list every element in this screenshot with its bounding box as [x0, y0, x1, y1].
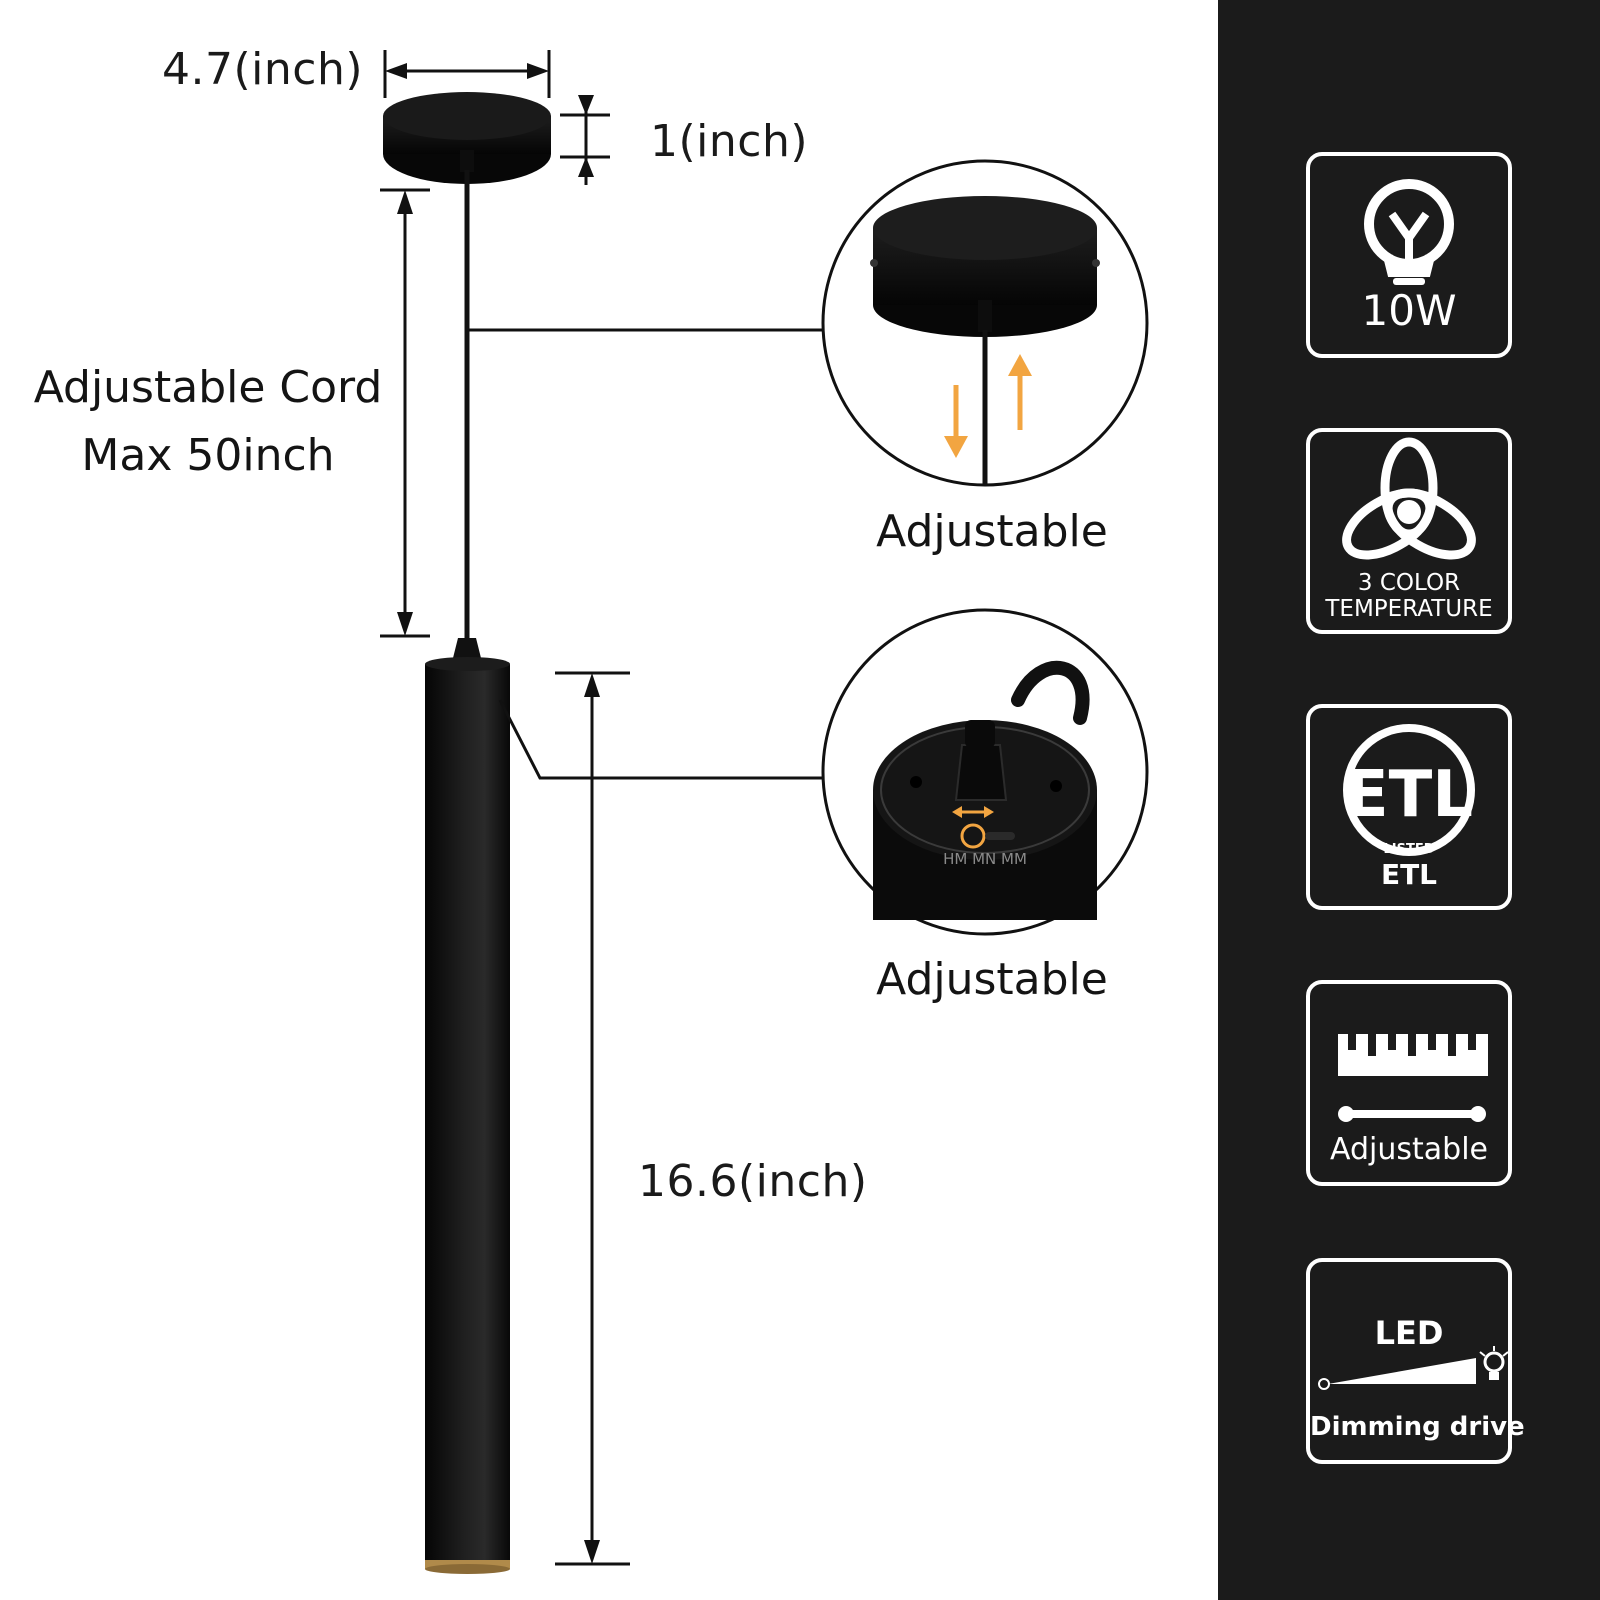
cord-label-line2: Max 50inch	[81, 430, 335, 481]
tube-length-dimension	[555, 671, 630, 1566]
fixture-illustration: HM MN MM	[380, 50, 1149, 1574]
switch-detail-circle: HM MN MM	[821, 608, 1149, 936]
canopy-detail-circle	[821, 159, 1149, 487]
badge-color-temperature: 3 COLOR TEMPERATURE	[1306, 428, 1512, 634]
badge-wattage-label: 10W	[1361, 286, 1457, 335]
canopy-height-dimension	[560, 95, 610, 185]
feature-panel: 10W 3 COLOR TEMPERATURE ETL LISTED ETL	[1218, 0, 1600, 1600]
badge-adjustable-label: Adjustable	[1330, 1132, 1488, 1167]
cord-length-label: Adjustable Cord Max 50inch	[18, 354, 398, 490]
badge-dimming: LED Dimming drive	[1306, 1258, 1525, 1464]
pendant-tube	[425, 657, 510, 1574]
dimming-icon	[1318, 1346, 1508, 1390]
color-temperature-icon	[1342, 437, 1476, 560]
cord-label-line1: Adjustable Cord	[33, 362, 383, 413]
cord-length-dimension	[380, 188, 430, 638]
badge-adjustable: Adjustable	[1306, 980, 1512, 1186]
badge-color-temperature-line2: TEMPERATURE	[1325, 596, 1493, 622]
switch-markings: HM MN MM	[943, 850, 1027, 868]
badge-certification: ETL LISTED ETL	[1306, 704, 1512, 910]
light-bulb-icon	[1364, 179, 1454, 285]
strain-relief	[452, 638, 482, 662]
badge-certification-label: ETL	[1380, 858, 1438, 891]
canopy	[383, 92, 551, 184]
etl-listed-icon: ETL LISTED	[1343, 724, 1475, 857]
switch-detail-label: Adjustable	[876, 954, 1108, 1005]
canopy-width-label: 4.7(inch)	[162, 44, 363, 95]
badge-color-temperature-label: 3 COLOR TEMPERATURE	[1310, 570, 1508, 622]
badge-wattage: 10W	[1306, 152, 1512, 358]
ruler-icon	[1338, 1034, 1488, 1122]
etl-seal-letters: ETL	[1345, 758, 1473, 832]
badge-color-temperature-line1: 3 COLOR	[1357, 570, 1461, 596]
leader-line-switch	[498, 699, 825, 780]
canopy-width-dimension	[383, 50, 551, 98]
badge-dimming-line1: LED	[1374, 1314, 1444, 1352]
tube-length-label: 16.6(inch)	[638, 1156, 868, 1207]
badge-dimming-line2: Dimming drive	[1310, 1412, 1525, 1442]
canopy-detail-label: Adjustable	[876, 506, 1108, 557]
etl-seal-ring-text: LISTED	[1383, 842, 1434, 857]
canopy-height-label: 1(inch)	[650, 116, 809, 167]
